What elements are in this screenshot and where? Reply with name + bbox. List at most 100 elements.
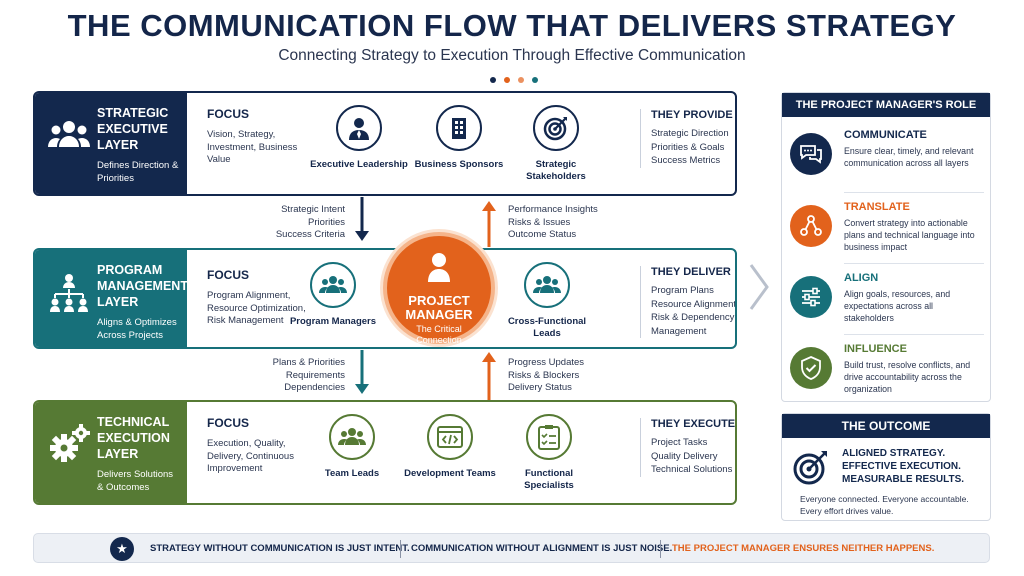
- focus-section: FOCUS Execution, Quality, Delivery, Cont…: [207, 416, 317, 476]
- role-item-influence: INFLUENCE Build trust, resolve conflicts…: [782, 335, 990, 405]
- focus-title: FOCUS: [207, 107, 249, 121]
- flow-item: Requirements: [285, 369, 345, 381]
- strategic-executive-layer: STRATEGIC EXECUTIVE LAYER Defines Direct…: [33, 91, 737, 196]
- focus-title: FOCUS: [207, 268, 249, 282]
- role-item-text: Align goals, resources, and expectations…: [844, 289, 951, 323]
- downward-flow-2: Plans & Priorities Requirements Dependen…: [246, 357, 345, 395]
- people-group-icon: [48, 121, 90, 147]
- shield-check-icon: [790, 347, 832, 389]
- focus-text: Vision, Strategy, Investment, Business V…: [207, 129, 298, 165]
- layer-header: STRATEGIC EXECUTIVE LAYER Defines Direct…: [35, 93, 187, 194]
- provide-title: THEY PROVIDE: [651, 109, 733, 121]
- pm-subtitle-line1: The Critical: [416, 324, 462, 334]
- deliver-item: Risk & Dependency Management: [651, 312, 735, 337]
- flow-item: Risks & Issues: [508, 216, 571, 228]
- arrow-down-icon: [355, 350, 369, 394]
- role-label: Business Sponsors: [414, 159, 504, 170]
- flow-item: Risks & Blockers: [508, 369, 580, 381]
- checklist-icon: [526, 414, 572, 460]
- flow-item: Priorities: [308, 216, 345, 228]
- bottom-banner: ★ STRATEGY WITHOUT COMMUNICATION IS JUST…: [33, 533, 990, 563]
- building-icon: [436, 105, 482, 151]
- flow-item: Strategic Intent: [281, 204, 345, 215]
- role-label: Team Leads: [324, 468, 380, 479]
- quote-2: COMMUNICATION WITHOUT ALIGNMENT IS JUST …: [411, 543, 673, 554]
- deliver-item: Resource Alignment: [651, 298, 737, 310]
- outcome-line2: EFFECTIVE EXECUTION.: [842, 461, 961, 472]
- arrow-up-icon: [482, 201, 496, 247]
- outcome-line3: MEASURABLE RESULTS.: [842, 474, 965, 485]
- project-manager-hub: PROJECT MANAGER The Critical Connection: [383, 232, 495, 345]
- arrow-up-icon: [482, 352, 496, 400]
- layer-title: TECHNICAL EXECUTION LAYER: [97, 415, 170, 461]
- provide-section: THEY PROVIDE Strategic Direction Priorit…: [640, 109, 735, 168]
- role-item-title: INFLUENCE: [844, 343, 907, 355]
- org-chart-icon: [50, 274, 88, 312]
- executive-person-icon: [336, 105, 382, 151]
- person-icon: [428, 253, 450, 282]
- page-subtitle: Connecting Strategy to Execution Through…: [278, 47, 746, 64]
- role-item-title: COMMUNICATE: [844, 129, 927, 141]
- role-item-title: ALIGN: [844, 272, 879, 284]
- role-team-leads: Team Leads: [302, 414, 402, 480]
- flow-item: Dependencies: [284, 382, 345, 393]
- layer-header: PROGRAM MANAGEMENT LAYER Aligns & Optimi…: [35, 250, 188, 347]
- team-icon: [524, 262, 570, 308]
- role-strategic-stakeholders: Strategic Stakeholders: [506, 105, 606, 183]
- upward-flow-2: Progress Updates Risks & Blockers Delive…: [508, 357, 628, 395]
- deliver-title: THEY DELIVER: [651, 266, 731, 278]
- panel-header: THE OUTCOME: [782, 414, 990, 438]
- decorative-dots: [486, 70, 546, 83]
- provide-item: Priorities & Goals: [651, 141, 725, 153]
- role-item-title: TRANSLATE: [844, 201, 910, 213]
- focus-text: Execution, Quality, Delivery, Continuous…: [207, 438, 294, 474]
- role-label: Functional Specialists: [524, 468, 574, 491]
- layer-description: Aligns & Optimizes Across Projects: [97, 317, 177, 341]
- quote-1: STRATEGY WITHOUT COMMUNICATION IS JUST I…: [150, 543, 410, 554]
- role-business-sponsors: Business Sponsors: [409, 105, 509, 171]
- panel-header: THE PROJECT MANAGER'S ROLE: [782, 93, 990, 117]
- pm-subtitle-line2: Connection: [416, 335, 462, 345]
- role-item-text: Ensure clear, timely, and relevant commu…: [844, 146, 974, 168]
- focus-section: FOCUS Vision, Strategy, Investment, Busi…: [207, 107, 317, 167]
- layer-description: Defines Direction & Priorities: [97, 160, 179, 184]
- role-label: Development Teams: [404, 468, 496, 479]
- role-label: Program Managers: [289, 316, 377, 327]
- quote-3: THE PROJECT MANAGER ENSURES NEITHER HAPP…: [672, 543, 935, 554]
- role-item-communicate: COMMUNICATE Ensure clear, timely, and re…: [782, 121, 990, 191]
- execute-title: THEY EXECUTE: [651, 418, 736, 430]
- role-program-managers: Program Managers: [283, 262, 383, 328]
- role-functional-specialists: Functional Specialists: [499, 414, 599, 492]
- layer-description: Delivers Solutions & Outcomes: [97, 469, 174, 493]
- outcome-panel: THE OUTCOME ALIGNED STRATEGY. EFFECTIVE …: [781, 413, 991, 521]
- role-item-translate: TRANSLATE Convert strategy into actionab…: [782, 193, 990, 263]
- flow-item: Success Criteria: [275, 229, 345, 240]
- focus-title: FOCUS: [207, 416, 249, 430]
- star-icon: ★: [110, 537, 134, 561]
- role-label: Executive Leadership: [310, 159, 408, 170]
- upward-flow-1: Performance Insights Risks & Issues Outc…: [508, 204, 628, 242]
- role-item-text: Convert strategy into actionable plans a…: [844, 218, 975, 252]
- pm-title-line1: PROJECT: [408, 293, 470, 308]
- provide-item: Strategic Direction: [651, 128, 729, 139]
- flow-item: Delivery Status: [508, 382, 572, 393]
- code-window-icon: [427, 414, 473, 460]
- role-label: Strategic Stakeholders: [526, 159, 586, 182]
- outcome-note2: Every effort drives value.: [800, 506, 894, 516]
- focus-text: Program Alignment, Resource Optimization…: [207, 290, 306, 326]
- layer-title: PROGRAM MANAGEMENT LAYER: [97, 263, 188, 309]
- team-icon: [310, 262, 356, 308]
- outcome-line1: ALIGNED STRATEGY.: [842, 448, 946, 459]
- pm-role-panel: THE PROJECT MANAGER'S ROLE COMMUNICATE E…: [781, 92, 991, 402]
- deliver-item: Program Plans: [651, 285, 714, 296]
- flow-item: Progress Updates: [508, 357, 585, 368]
- role-item-text: Build trust, resolve conflicts, and driv…: [844, 360, 971, 394]
- execute-item: Quality Delivery: [651, 450, 718, 462]
- outcome-note1: Everyone connected. Everyone accountable…: [800, 494, 969, 504]
- execute-section: THEY EXECUTE Project Tasks Quality Deliv…: [640, 418, 736, 477]
- chevron-right-icon: [749, 264, 769, 310]
- role-cross-functional-leads: Cross-Functional Leads: [497, 262, 597, 340]
- deliver-section: THEY DELIVER Program Plans Resource Alig…: [640, 266, 737, 338]
- layer-header: TECHNICAL EXECUTION LAYER Delivers Solut…: [35, 402, 187, 503]
- flow-item: Outcome Status: [508, 229, 577, 240]
